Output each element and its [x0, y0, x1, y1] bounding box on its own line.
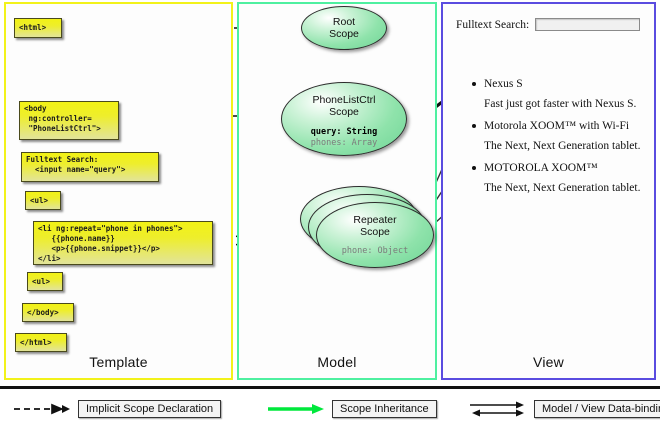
legend-label: Model / View Data-binding: [534, 400, 660, 418]
legend: Implicit Scope Declaration Scope Inherit…: [0, 398, 660, 426]
view-search-label: Fulltext Search:: [456, 18, 530, 31]
phone-name: Motorola XOOM™ with Wi-Fi: [470, 120, 650, 132]
panel-model-label: Model: [317, 354, 357, 370]
phone-list: Nexus S Fast just got faster with Nexus …: [470, 78, 650, 204]
body-close-tag-box: </body>: [22, 303, 74, 322]
li-repeat-markup-box: <li ng:repeat="phone in phones"> {{phone…: [33, 221, 213, 265]
repeater-scope-title-1: Repeater: [353, 214, 397, 226]
phone-name: MOTOROLA XOOM™: [470, 162, 650, 174]
ul-close-tag-box: <ul>: [27, 272, 63, 291]
phonelistctrl-scope-title-1: PhoneListCtrl: [312, 94, 376, 106]
list-item: Motorola XOOM™ with Wi-Fi The Next, Next…: [470, 120, 650, 152]
phonelistctrl-member-phones: phones: Array: [310, 137, 378, 148]
double-arrow-icon: [470, 401, 524, 417]
root-scope-title-1: Root: [332, 16, 356, 28]
panel-template-label: Template: [89, 354, 148, 370]
panel-view: View: [441, 2, 656, 380]
search-input[interactable]: [535, 18, 641, 31]
legend-label: Implicit Scope Declaration: [78, 400, 222, 418]
phone-snippet: Fast just got faster with Nexus S.: [484, 98, 637, 110]
root-scope-title-2: Scope: [329, 28, 359, 41]
bullet-icon: [472, 124, 476, 128]
phone-name-text: MOTOROLA XOOM™: [484, 162, 598, 174]
fulltext-search-markup-box: Fulltext Search: <input name="query">: [21, 152, 159, 182]
list-item: Nexus S Fast just got faster with Nexus …: [470, 78, 650, 110]
body-open-tag-box: <body ng:controller= "PhoneListCtrl">: [19, 101, 119, 140]
dashed-arrow-icon: [14, 403, 70, 415]
html-close-tag-box: </html>: [15, 333, 67, 352]
legend-divider: [0, 386, 660, 389]
legend-item-scope-inheritance: Scope Inheritance: [268, 400, 437, 418]
phonelistctrl-scope-node: PhoneListCtrl Scope query: String phones…: [281, 82, 407, 156]
list-item: MOTOROLA XOOM™ The Next, Next Generation…: [470, 162, 650, 194]
bullet-icon: [472, 166, 476, 170]
phonelistctrl-scope-title-2: Scope: [329, 106, 359, 119]
phone-snippet: The Next, Next Generation tablet.: [484, 140, 641, 152]
bullet-icon: [472, 82, 476, 86]
panel-view-label: View: [533, 354, 564, 370]
legend-item-implicit-scope-declaration: Implicit Scope Declaration: [14, 400, 222, 418]
view-search-row: Fulltext Search:: [456, 18, 641, 31]
phone-name: Nexus S: [470, 78, 650, 90]
repeater-scope-title-2: Scope: [360, 226, 390, 239]
phonelistctrl-member-query: query: String: [310, 126, 378, 137]
legend-label: Scope Inheritance: [332, 400, 437, 418]
root-scope-node: Root Scope: [301, 6, 387, 50]
repeater-member-phone: phone: Object: [341, 245, 409, 256]
legend-item-model-view-data-binding: Model / View Data-binding: [470, 400, 660, 418]
phone-snippet: The Next, Next Generation tablet.: [484, 182, 641, 194]
html-open-tag-box: <html>: [14, 18, 62, 38]
green-arrow-icon: [268, 404, 324, 414]
phone-name-text: Motorola XOOM™ with Wi-Fi: [484, 120, 630, 132]
ul-open-tag-box: <ul>: [25, 191, 61, 210]
repeater-scope-node: Repeater Scope phone: Object: [316, 202, 434, 268]
phone-name-text: Nexus S: [484, 78, 523, 90]
